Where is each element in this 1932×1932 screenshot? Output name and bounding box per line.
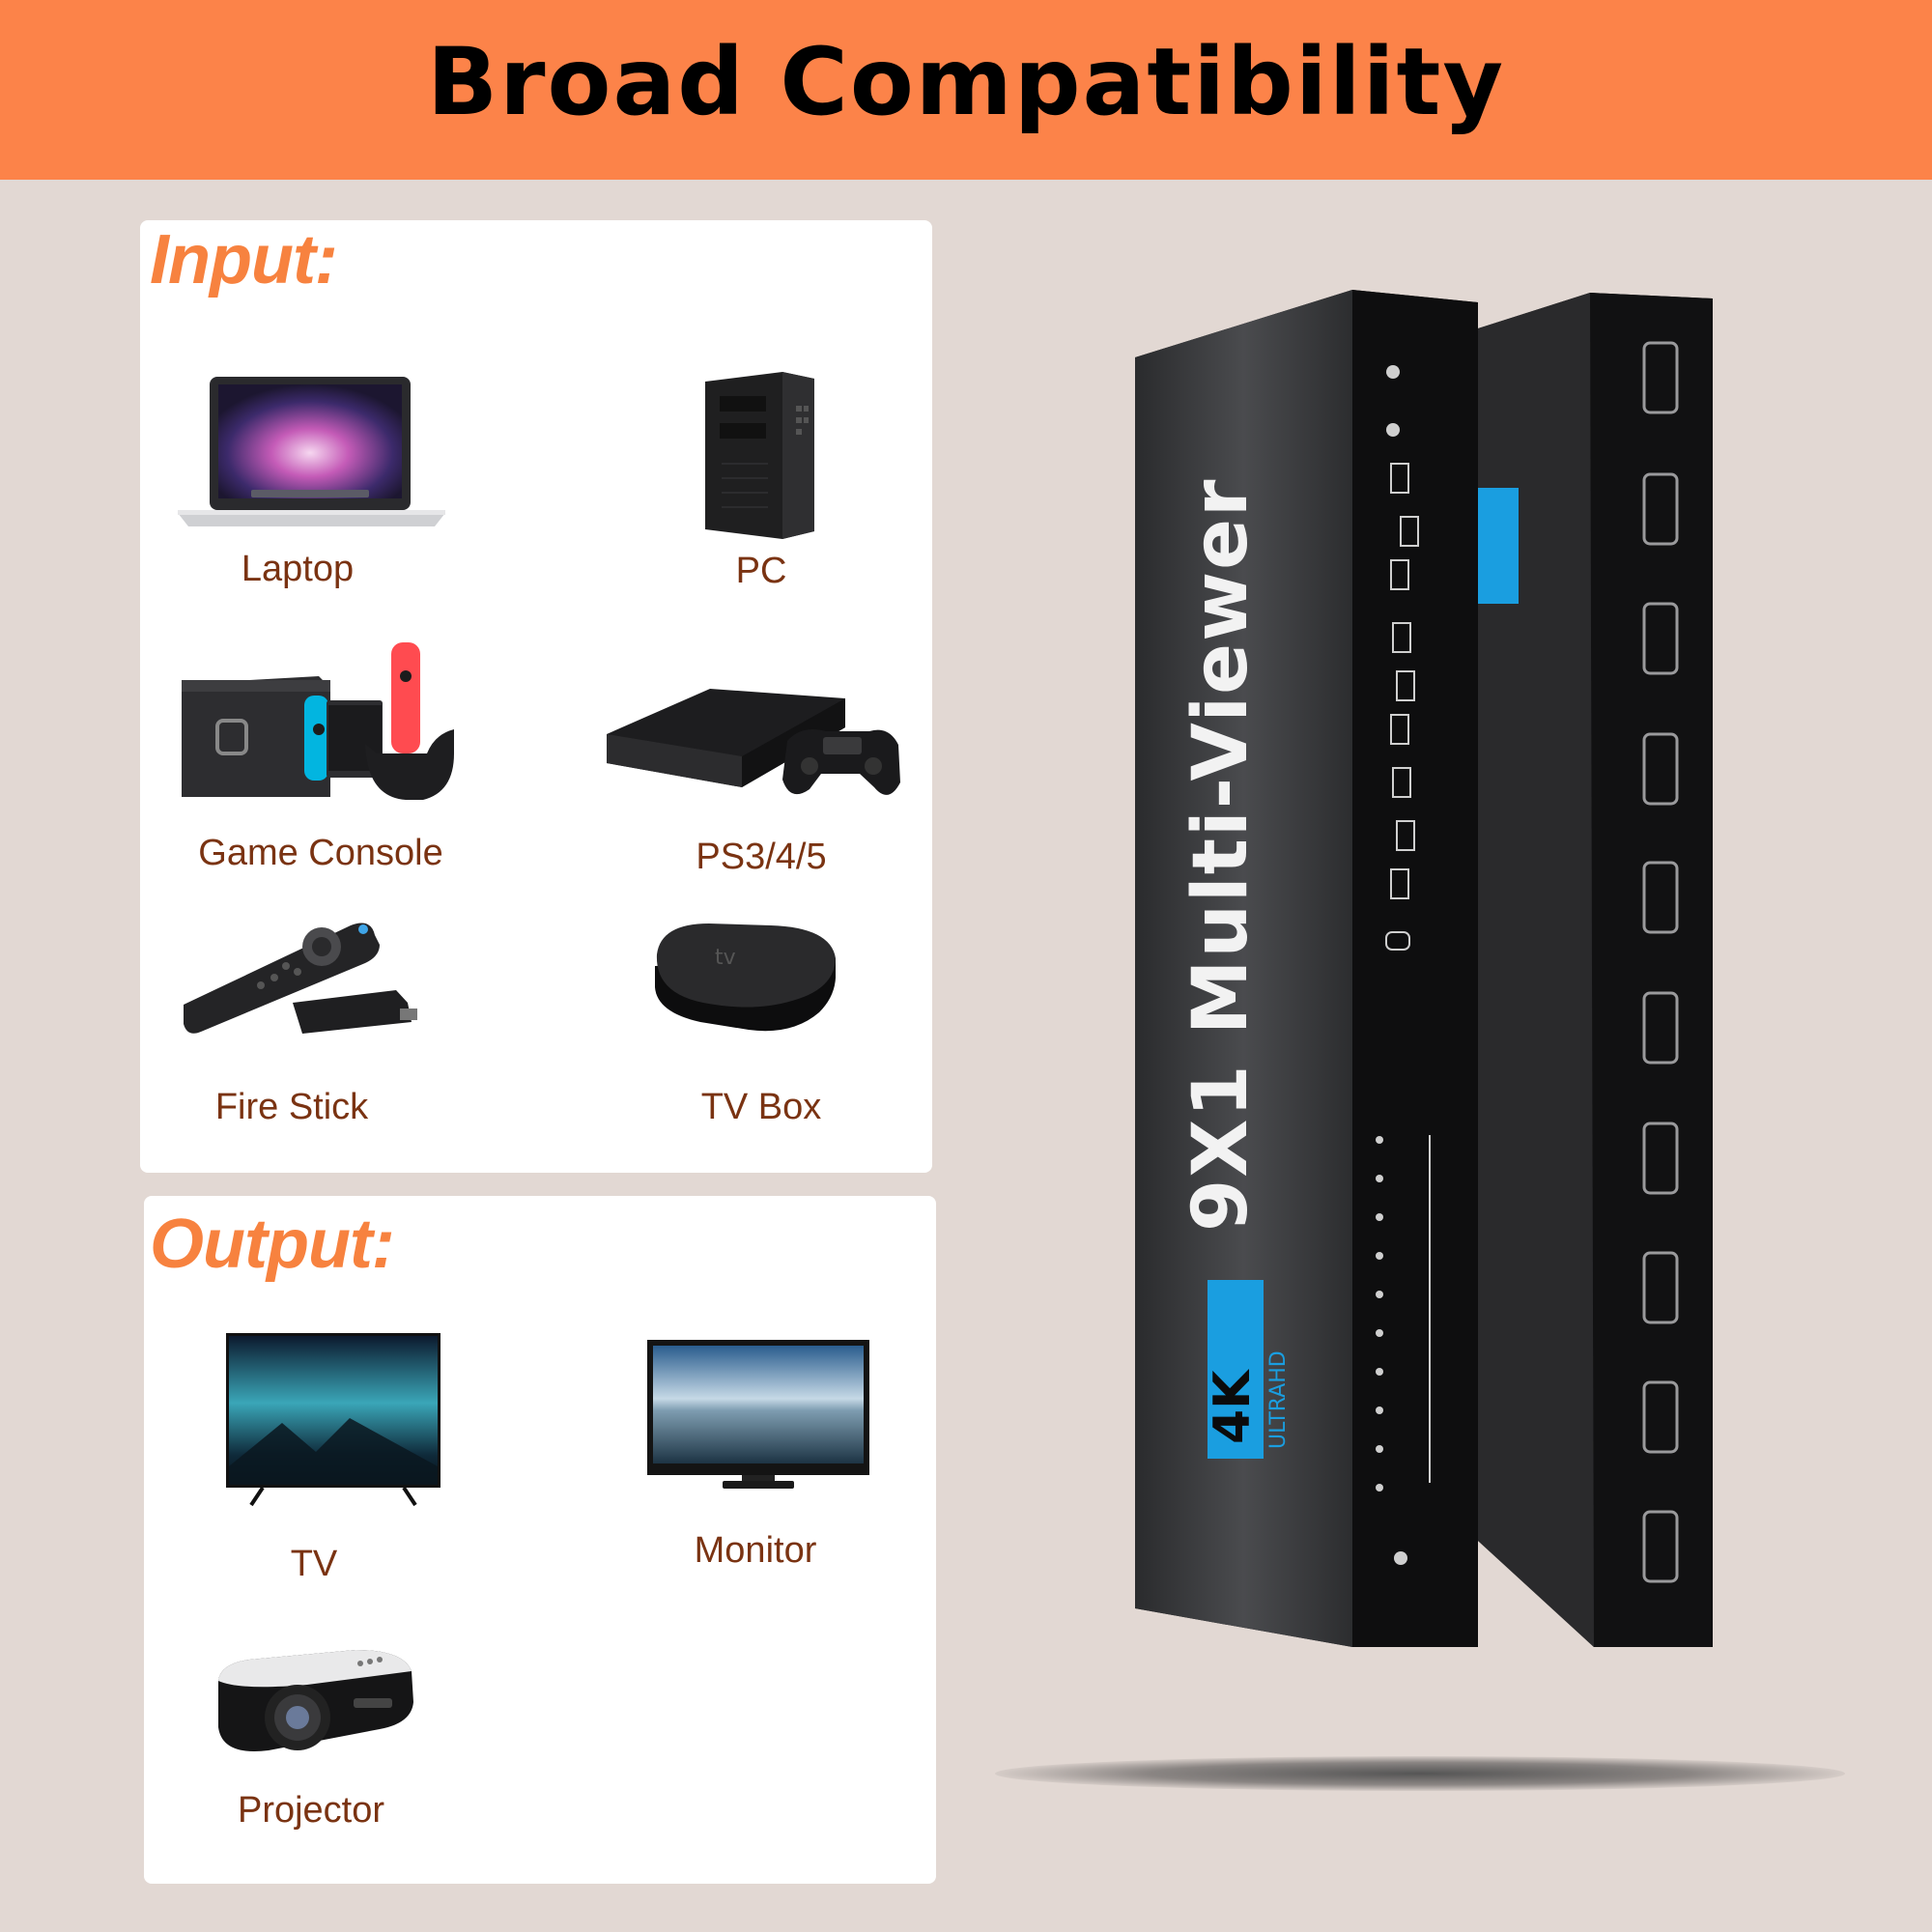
svg-text:ULTRAHD: ULTRAHD xyxy=(1266,1350,1291,1449)
pc-tower-icon xyxy=(705,372,814,539)
fire-stick-icon xyxy=(184,923,417,1034)
device-label: PS3/4/5 xyxy=(696,837,827,877)
device-label: Laptop xyxy=(241,549,355,589)
device-label: PC xyxy=(735,551,787,591)
device-label: TV xyxy=(290,1544,338,1584)
rear-hdmi-ports xyxy=(1642,341,1679,1583)
product-name: 9X1 Multi-Viewer xyxy=(1178,477,1264,1232)
output-card xyxy=(144,1196,936,1884)
device-label: Monitor xyxy=(694,1530,817,1571)
device-label: Fire Stick xyxy=(214,1087,369,1127)
tv-icon xyxy=(226,1333,440,1507)
projector-icon xyxy=(218,1650,413,1751)
playstation-icon xyxy=(607,689,900,795)
laptop-icon xyxy=(178,377,445,526)
banner-title: Broad Compatibility xyxy=(426,28,1506,136)
tv-box-icon: tv xyxy=(655,923,836,1032)
device-label: Projector xyxy=(237,1790,385,1831)
switch-console-icon xyxy=(182,642,454,800)
title-banner xyxy=(0,0,1932,180)
svg-text:tv: tv xyxy=(715,946,736,970)
device-label: TV Box xyxy=(700,1087,822,1127)
4k-badge xyxy=(1208,1280,1264,1459)
output-title: Output: xyxy=(150,1206,395,1283)
monitor-icon xyxy=(647,1340,869,1489)
product-shadow xyxy=(995,1756,1845,1791)
multiviewer-product: 9X1 Multi-Viewer 4K ULTRAHD 9X1 Multi-Vi… xyxy=(1135,290,1713,1647)
svg-text:4K: 4K xyxy=(1204,1369,1262,1444)
input-title: Input: xyxy=(150,221,338,298)
device-label: Game Console xyxy=(198,833,443,873)
